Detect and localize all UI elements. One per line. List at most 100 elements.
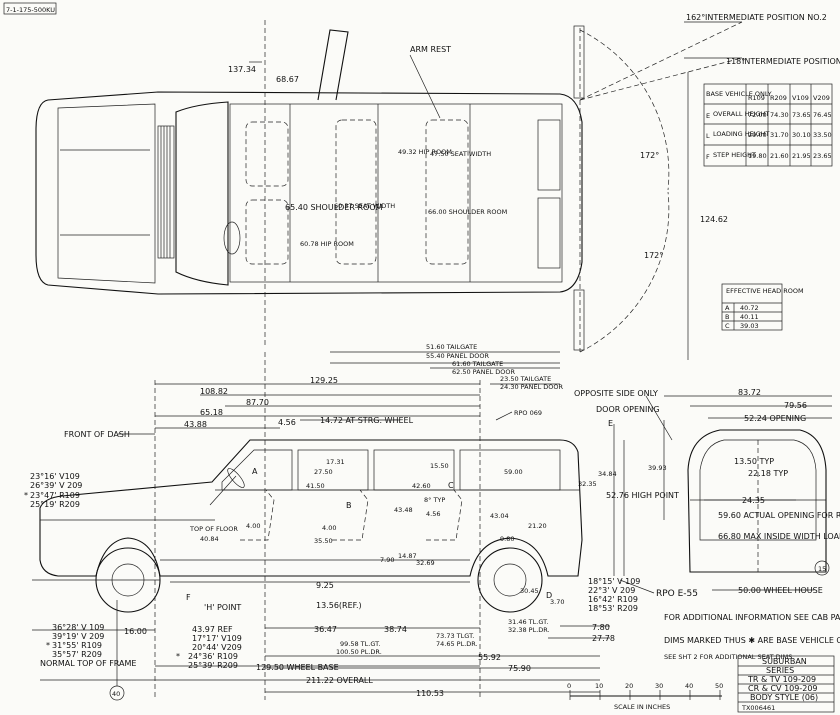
dim-75-90: 75.90 bbox=[508, 664, 531, 673]
panel-door-3: 24.30 PANEL DOOR bbox=[500, 383, 564, 391]
row-key: L bbox=[706, 132, 710, 140]
dim-27-78: 27.78 bbox=[592, 634, 615, 643]
height-table-header-4: V209 bbox=[813, 94, 830, 102]
pos1-angle: 118° bbox=[726, 57, 745, 66]
scale-tick-20: 20 bbox=[625, 682, 633, 690]
angle-line: 23°47' R109 bbox=[30, 491, 80, 500]
cell: 33.50 bbox=[813, 131, 832, 139]
title-series: SERIES bbox=[766, 666, 794, 675]
angle-line: 20°44' V209 bbox=[192, 643, 242, 652]
title-body-style: BODY STYLE (06) bbox=[750, 693, 818, 702]
angle-line: 22°3' V 209 bbox=[588, 586, 635, 595]
dim-4-56b: 4.56 bbox=[426, 510, 440, 518]
dim-3-70: 3.70 bbox=[550, 598, 564, 606]
ref-43-97: 43.97 REF bbox=[192, 625, 233, 634]
row-label: LOADING HEIGHT bbox=[713, 130, 770, 138]
dim-39-93: 39.93 bbox=[648, 464, 667, 472]
angle-172-a: 172° bbox=[640, 151, 659, 160]
dim-110-53: 110.53 bbox=[416, 689, 444, 698]
cell: 19.80 bbox=[748, 152, 767, 160]
head-room-key-c: C bbox=[725, 322, 730, 330]
angle-line: 24°36' R109 bbox=[188, 652, 238, 661]
low-angle-block: 36°28' V 109 39°19' V 209 * 31°55' R109 … bbox=[46, 623, 104, 659]
strg-wheel-dim: 14.72 AT STRG. WHEEL bbox=[320, 416, 414, 425]
dim-27-50: 27.50 bbox=[314, 468, 333, 476]
row-label: STEP HEIGHT bbox=[713, 151, 756, 159]
scale-label: SCALE IN INCHES bbox=[614, 703, 670, 711]
height-table-header-0: BASE VEHICLE ONLY bbox=[706, 90, 772, 98]
rear-angle-block: 18°15' V 109 22°3' V 209 16°42' R109 18°… bbox=[588, 577, 640, 613]
title-code: TX006461 bbox=[741, 704, 775, 712]
head-room-title: EFFECTIVE HEAD ROOM bbox=[726, 287, 804, 295]
front-shoulder-room: 65.40 SHOULDER ROOM bbox=[285, 203, 383, 212]
e-mark: E bbox=[608, 419, 613, 428]
dim-40-84: 40.84 bbox=[200, 535, 219, 543]
cell: 72.00 bbox=[748, 111, 767, 119]
head-room-val-b: 40.11 bbox=[740, 313, 759, 321]
scale-tick-0: 0 bbox=[567, 682, 571, 690]
angle-line: 16°42' R109 bbox=[588, 595, 638, 604]
dim-43-04: 43.04 bbox=[490, 512, 509, 520]
dim-34-84: 34.84 bbox=[598, 470, 617, 478]
dim-87-70: 87.70 bbox=[246, 398, 269, 407]
cell: 23.65 bbox=[813, 152, 832, 160]
dim-43-48: 43.48 bbox=[394, 506, 413, 514]
note-2: DIMS MARKED THUS ✱ ARE BASE VEHICLE ONLY… bbox=[664, 636, 840, 645]
dim-79-56: 79.56 bbox=[784, 401, 807, 410]
grille bbox=[157, 125, 175, 259]
height-table-header-1: R109 bbox=[748, 94, 765, 102]
title-cr-cv: CR & CV 109-209 bbox=[748, 684, 818, 693]
front-seat bbox=[245, 121, 289, 265]
scale-tick-50: 50 bbox=[715, 682, 723, 690]
angle-line: 17°17' V109 bbox=[192, 634, 242, 643]
dim-31-46: 31.46 TL.GT. bbox=[508, 618, 548, 626]
rear-seat bbox=[425, 119, 469, 265]
pos2-label: INTERMEDIATE POSITION NO.2 bbox=[705, 13, 827, 22]
dim-59-00: 59.00 bbox=[504, 468, 523, 476]
head-room-key-b: B bbox=[725, 313, 729, 321]
rear-wheel bbox=[477, 547, 543, 613]
typ-13-50: 13.50 TYP bbox=[734, 457, 774, 466]
title-block: SUBURBAN SERIES TR & TV 109-209 CR & CV … bbox=[737, 655, 835, 713]
dim-41-50: 41.50 bbox=[306, 482, 325, 490]
dim-4-56: 4.56 bbox=[278, 418, 296, 427]
dim-14-87: 14.87 bbox=[398, 552, 417, 560]
dim-17-31: 17.31 bbox=[326, 458, 345, 466]
title-tr-tv: TR & TV 109-209 bbox=[747, 675, 816, 684]
dim-83-72: 83.72 bbox=[738, 388, 761, 397]
high-point: 52.76 HIGH POINT bbox=[606, 491, 679, 500]
angle-line: 18°53' R209 bbox=[588, 604, 638, 613]
max-inside-width: 66.80 MAX INSIDE WIDTH LOAD AREA bbox=[718, 532, 840, 541]
rpo-069: RPO 069 bbox=[514, 409, 542, 417]
opposite-side: OPPOSITE SIDE ONLY bbox=[574, 389, 658, 398]
dim-9-25: 9.25 bbox=[316, 581, 334, 590]
dim-73-73: 73.73 TLGT. bbox=[436, 632, 474, 640]
dim-129-25: 129.25 bbox=[310, 376, 338, 385]
height-table-header-3: V109 bbox=[792, 94, 809, 102]
asterisk: * bbox=[24, 491, 28, 500]
tailgate-2: 61.60 TAILGATE bbox=[452, 360, 503, 368]
top-view: ARM REST 137.34 68.67 65.40 SHOULDER ROO… bbox=[35, 13, 840, 360]
rear-shoulder-room: 66.00 SHOULDER ROOM bbox=[428, 208, 507, 216]
dim-32-38: 32.38 PL.DR. bbox=[508, 626, 550, 634]
circle-40: 40 bbox=[112, 690, 120, 698]
head-room-key-a: A bbox=[725, 304, 730, 312]
wheel-house-value: 50.00 WHEEL HOUSE bbox=[738, 586, 823, 595]
dim-99-58: 99.58 TL.GT. bbox=[340, 640, 380, 648]
top-of-floor: TOP OF FLOOR bbox=[189, 525, 238, 533]
label-a: A bbox=[252, 467, 258, 476]
header: 7-1-175-500KU bbox=[3, 2, 57, 15]
cell: 21.95 bbox=[792, 152, 811, 160]
panel-door-2: 62.50 PANEL DOOR bbox=[452, 368, 516, 376]
asterisk: * bbox=[176, 652, 180, 661]
title-suburban: SUBURBAN bbox=[762, 657, 807, 666]
angle-line: 26°39' V 209 bbox=[30, 481, 82, 490]
cell: 73.65 bbox=[792, 111, 811, 119]
actual-opening: 59.60 ACTUAL OPENING FOR REAR DOORS bbox=[718, 511, 840, 520]
cell: 21.60 bbox=[770, 152, 789, 160]
drawing-code: 7-1-175-500KU bbox=[6, 6, 55, 14]
mid-seat bbox=[335, 119, 377, 265]
dim-13-56: 13.56(REF.) bbox=[316, 601, 362, 610]
